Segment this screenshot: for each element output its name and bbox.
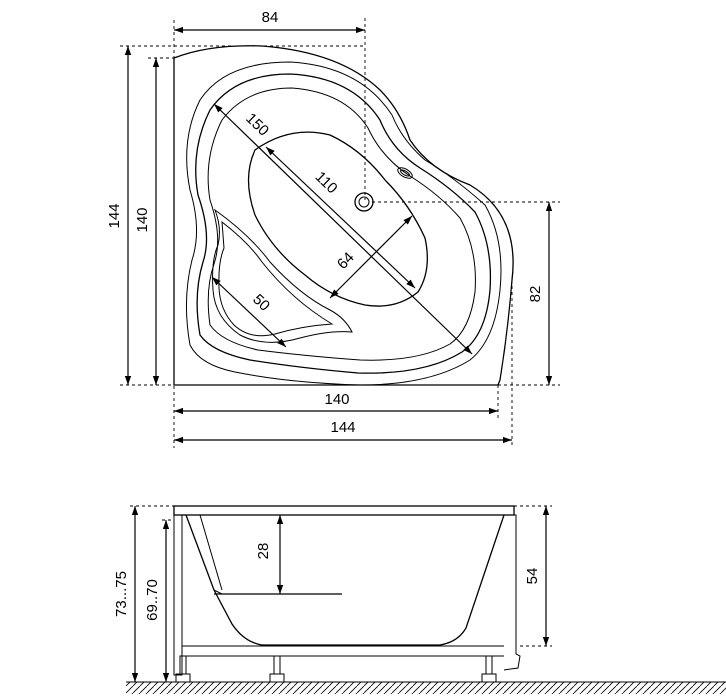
floor-hatch: [126, 682, 726, 694]
dim-144-left-label: 144: [106, 203, 123, 228]
leg-1: [179, 655, 187, 675]
leg-3: [485, 655, 493, 675]
dim-82-label: 82: [527, 286, 544, 303]
dim-84-label: 84: [262, 9, 279, 26]
dim-50-label: 50: [249, 291, 273, 315]
dim-140-left-label: 140: [134, 207, 151, 232]
overflow-drain-inner-icon: [358, 196, 370, 208]
basin-inner-line: [207, 87, 476, 361]
dim-28-label: 28: [255, 543, 272, 560]
apron-left: [173, 514, 183, 676]
side-basin-profile: [185, 514, 505, 646]
dim-54-label: 54: [524, 568, 541, 585]
dim-110-label: 110: [312, 168, 341, 197]
dim-50-line: [211, 276, 287, 348]
dim-144-bottom-label: 144: [330, 419, 355, 436]
seat-inner-contour: [218, 220, 334, 337]
leg-1-foot: [175, 673, 191, 683]
side-basin-inner: [199, 514, 223, 591]
side-view: 73...75 69..70 28 54: [113, 505, 726, 694]
dim-64-line: [329, 215, 413, 299]
dim-140-bottom-label: 140: [324, 391, 349, 408]
top-view: 84 144 140 82 140 144 150 110 64 50: [106, 9, 560, 448]
side-rim: [173, 505, 515, 516]
overflow-drain-icon: [354, 192, 374, 212]
basin-bottom-oval: [247, 131, 428, 307]
dim-69-70-label: 69..70: [144, 579, 161, 621]
seat-step-edge: [213, 589, 223, 595]
leg-2: [273, 655, 281, 675]
leg-3-foot: [481, 673, 497, 683]
tub-outer-contour: [173, 45, 514, 386]
dim-64-label: 64: [334, 249, 358, 273]
dim-73-75-label: 73...75: [113, 571, 130, 617]
side-right-panel: [503, 514, 521, 671]
seat-contour: [212, 208, 353, 343]
leg-2-foot: [269, 673, 285, 683]
